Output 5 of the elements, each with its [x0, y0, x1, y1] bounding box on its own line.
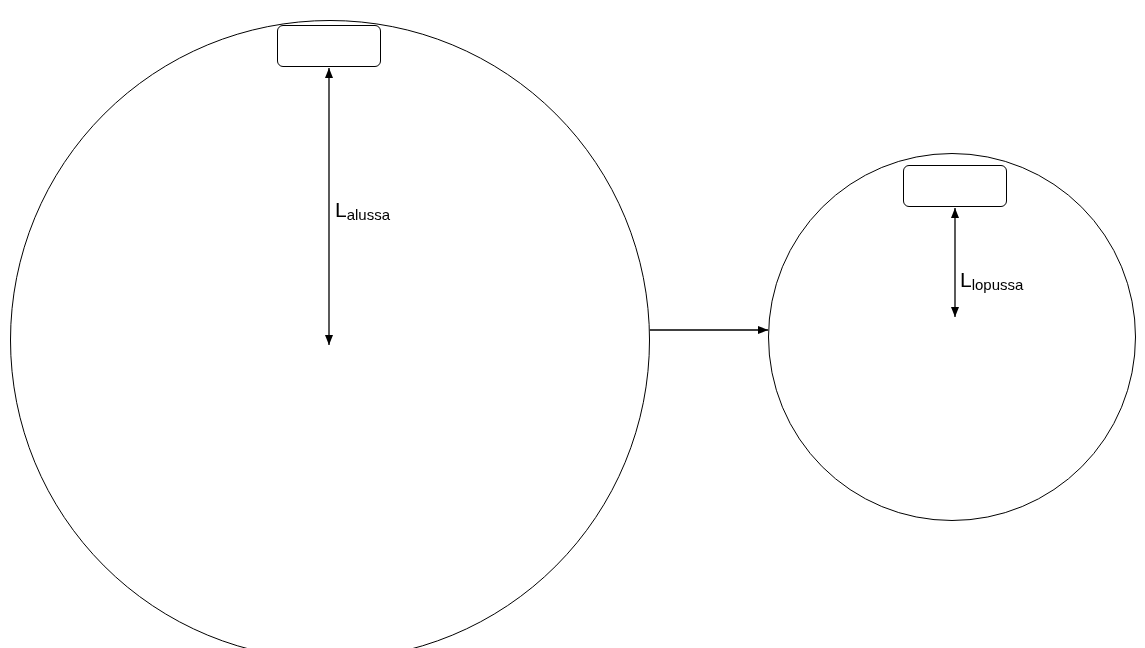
arrow: [649, 325, 769, 335]
rounded-rectangle: [277, 25, 381, 67]
rounded-rectangle: [903, 165, 1007, 207]
dimension-label: L$_{lopussa}$: [960, 268, 1024, 293]
dimension-label: L$_{alussa}$: [335, 198, 391, 223]
